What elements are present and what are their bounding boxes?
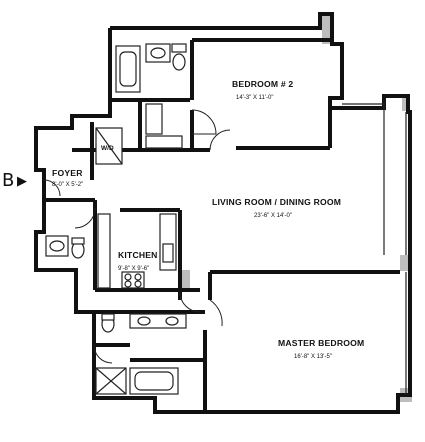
room-labels: BEDROOM # 2 14'-3" X 11'-0" LIVING ROOM … — [52, 79, 364, 360]
fixtures: W/D — [45, 43, 187, 395]
doors — [43, 109, 231, 364]
closet-upper — [145, 103, 163, 135]
entry-marker: B ▶ — [2, 170, 27, 191]
kitchen-counter-left — [97, 213, 111, 289]
room-dim-living: 23'-6" X 14'-0" — [254, 213, 292, 219]
entry-arrow-icon: ▶ — [17, 174, 27, 189]
room-dim-bedroom2: 14'-3" X 11'-0" — [236, 95, 273, 101]
room-name-kitchen: KITCHEN — [118, 250, 158, 260]
room-dim-kitchen: 9'-8" X 9'-6" — [118, 266, 149, 272]
room-name-master: MASTER BEDROOM — [278, 338, 364, 348]
closet-shelf — [145, 135, 183, 149]
toilet-upper — [171, 43, 187, 53]
room-dim-master: 16'-8" X 13'-5" — [294, 354, 332, 360]
kitchen-sink — [162, 243, 174, 263]
room-name-bedroom2: BEDROOM # 2 — [232, 79, 293, 89]
washer-dryer-label: W/D — [101, 145, 114, 152]
room-name-foyer: FOYER — [52, 168, 83, 178]
walls — [34, 12, 412, 414]
room-name-living: LIVING ROOM / DINING ROOM — [212, 197, 341, 207]
entry-marker-letter: B — [2, 170, 14, 191]
room-dim-foyer: 8'-0" X 5'-2" — [52, 182, 83, 188]
